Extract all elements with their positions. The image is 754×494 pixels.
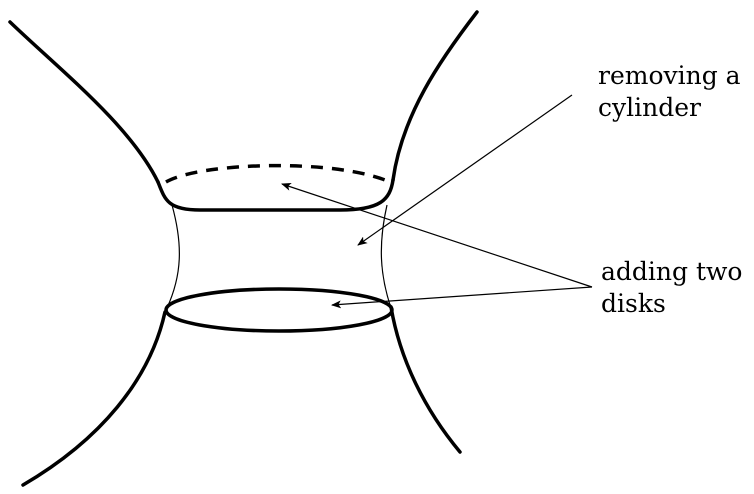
surface-lower-right-curve [389, 305, 462, 454]
arrow-adding-lower-disk [331, 286, 593, 309]
arrow-adding-upper-disk [281, 183, 593, 288]
label-removing-cylinder: removing a cylinder [598, 60, 741, 124]
surface-upper-right-curve [391, 10, 479, 182]
lower-disk-edge [164, 287, 394, 333]
surface-lower-left-curve [21, 310, 167, 487]
label-removing-line-2: cylinder [598, 93, 701, 122]
label-adding-line-2: disks [601, 289, 666, 318]
upper-disk-back-edge [165, 163, 393, 185]
label-adding-line-1: adding two [601, 257, 743, 286]
label-adding-disks: adding two disks [601, 256, 742, 320]
upper-disk-front-edge [156, 178, 395, 212]
cylinder-right-wall [380, 204, 392, 309]
label-removing-line-1: removing a [598, 61, 741, 90]
arrow-removing-cylinder [357, 94, 573, 246]
cylinder-left-wall [166, 204, 180, 309]
surface-upper-left-curve [8, 20, 160, 184]
